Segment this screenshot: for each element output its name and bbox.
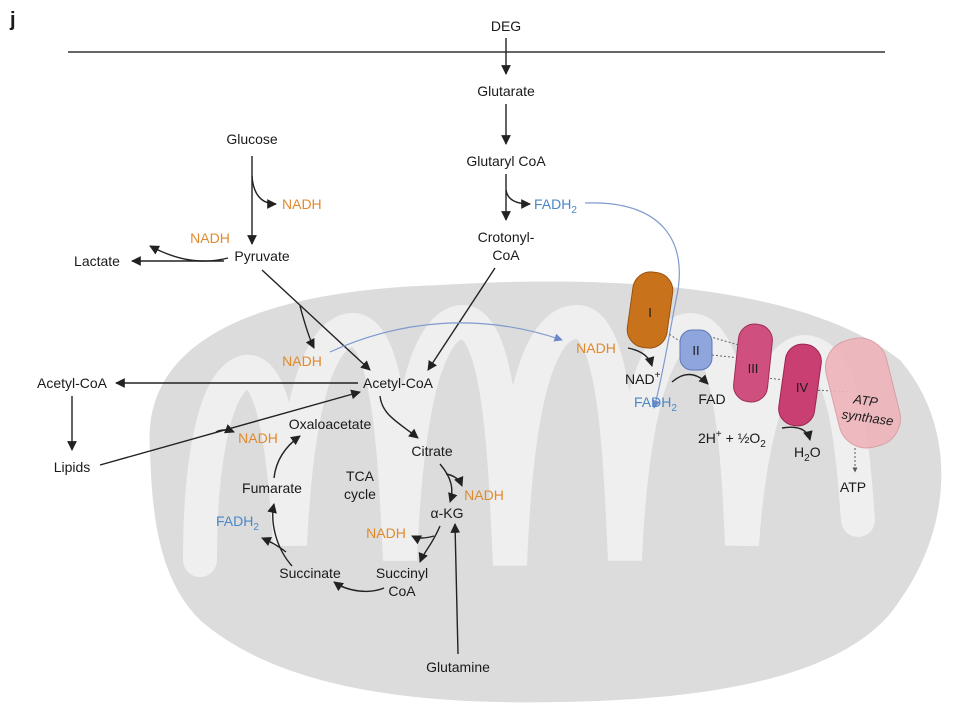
label-fadh2-etc: FADH2 xyxy=(634,394,677,414)
label-atp-synthase-1: ATP xyxy=(852,391,879,409)
label-glutaryl-coa: Glutaryl CoA xyxy=(466,153,546,169)
label-nadh-tca-3: NADH xyxy=(366,525,406,541)
label-succinyl-2: CoA xyxy=(388,583,416,599)
label-lactate: Lactate xyxy=(74,253,120,269)
arrow-o2-h2o xyxy=(781,426,813,441)
etc-link-2 xyxy=(711,354,741,359)
label-crotonyl-2: CoA xyxy=(492,247,520,263)
label-fadh2-top: FADH2 xyxy=(534,196,577,216)
label-h2o: H2O xyxy=(794,444,821,464)
label-nad: NAD+ xyxy=(625,370,661,387)
label-glucose: Glucose xyxy=(226,131,278,147)
label-atp-synthase-2: synthase xyxy=(841,406,895,428)
arrow-succinate-fumarate xyxy=(267,503,293,567)
label-oxaloacetate: Oxaloacetate xyxy=(289,416,372,432)
label-glutarate: Glutarate xyxy=(477,83,535,99)
arrow-pyruvate-acetylcoa xyxy=(261,269,371,371)
arrow-citrate-nadh xyxy=(445,473,464,487)
electron-transport-chain: I II III IV ATP synthase xyxy=(626,271,901,449)
complex-iv xyxy=(778,343,822,427)
label-nadh-tca-1: NADH xyxy=(238,430,278,446)
label-pyruvate: Pyruvate xyxy=(234,248,289,264)
atp-synthase xyxy=(825,337,901,449)
label-citrate: Citrate xyxy=(411,443,452,459)
label-crotonyl-1: Crotonyl- xyxy=(478,229,535,245)
arrow-fumarate-oxaloacetate xyxy=(273,435,301,479)
label-nadh-lactate: NADH xyxy=(190,230,230,246)
arrow-crotonyl-acetylcoa xyxy=(427,267,496,371)
arrow-glutaryl-fadh2 xyxy=(505,189,531,209)
arrow-glutamine-akg xyxy=(450,523,461,655)
label-glutamine: Glutamine xyxy=(426,659,490,675)
label-akg: α-KG xyxy=(431,505,464,521)
panel-label: j xyxy=(9,9,16,31)
label-nadh-etc: NADH xyxy=(576,340,616,356)
label-fadh2-tca: FADH2 xyxy=(216,513,259,533)
arrow-glucose-nadh xyxy=(251,175,277,209)
label-succinate: Succinate xyxy=(279,565,341,581)
arrow-succinyl-succinate xyxy=(333,581,385,593)
complex-i xyxy=(626,271,674,349)
mitochondrion-cristae xyxy=(183,305,875,577)
label-deg: DEG xyxy=(491,18,521,34)
arrow-nadh-to-lactate xyxy=(149,245,229,262)
label-complex-iii: III xyxy=(748,361,759,376)
arrow-nadh-nad xyxy=(627,347,655,367)
arrow-nadh-to-complex1 xyxy=(329,322,563,353)
label-nadh-tca-2: NADH xyxy=(464,487,504,503)
arrow-fadh2-to-complex2 xyxy=(584,202,680,409)
arrow-acetylcoa-citrate xyxy=(379,395,419,439)
label-tca-1: TCA xyxy=(346,468,375,484)
arrow-citrate-akg xyxy=(439,463,458,503)
arrow-fumarate-nadh xyxy=(215,424,235,434)
label-nadh-pdh: NADH xyxy=(282,353,322,369)
label-atp: ATP xyxy=(840,479,866,495)
label-fumarate: Fumarate xyxy=(242,480,302,496)
label-fad: FAD xyxy=(698,391,725,407)
label-complex-iv: IV xyxy=(796,380,809,395)
arrow-akg-succinyl xyxy=(418,525,441,563)
label-acetyl-coa-cyto: Acetyl-CoA xyxy=(37,375,108,391)
label-lipids: Lipids xyxy=(54,459,91,475)
arrow-pyruvate-nadh xyxy=(299,305,315,349)
label-2h-half-o2: 2H+ + ½O2 xyxy=(698,429,766,450)
complex-iii xyxy=(733,323,773,403)
arrow-akg-nadh xyxy=(411,535,435,545)
label-complex-i: I xyxy=(648,305,652,320)
label-acetyl-coa-mito: Acetyl-CoA xyxy=(363,375,434,391)
label-tca-2: cycle xyxy=(344,486,376,502)
label-complex-ii: II xyxy=(692,343,699,358)
complex-ii xyxy=(679,329,713,371)
arrow-succinate-fadh2 xyxy=(261,536,287,553)
arrow-fadh2-fad xyxy=(671,373,709,385)
label-nadh-glycolysis: NADH xyxy=(282,196,322,212)
label-succinyl-1: Succinyl xyxy=(376,565,428,581)
